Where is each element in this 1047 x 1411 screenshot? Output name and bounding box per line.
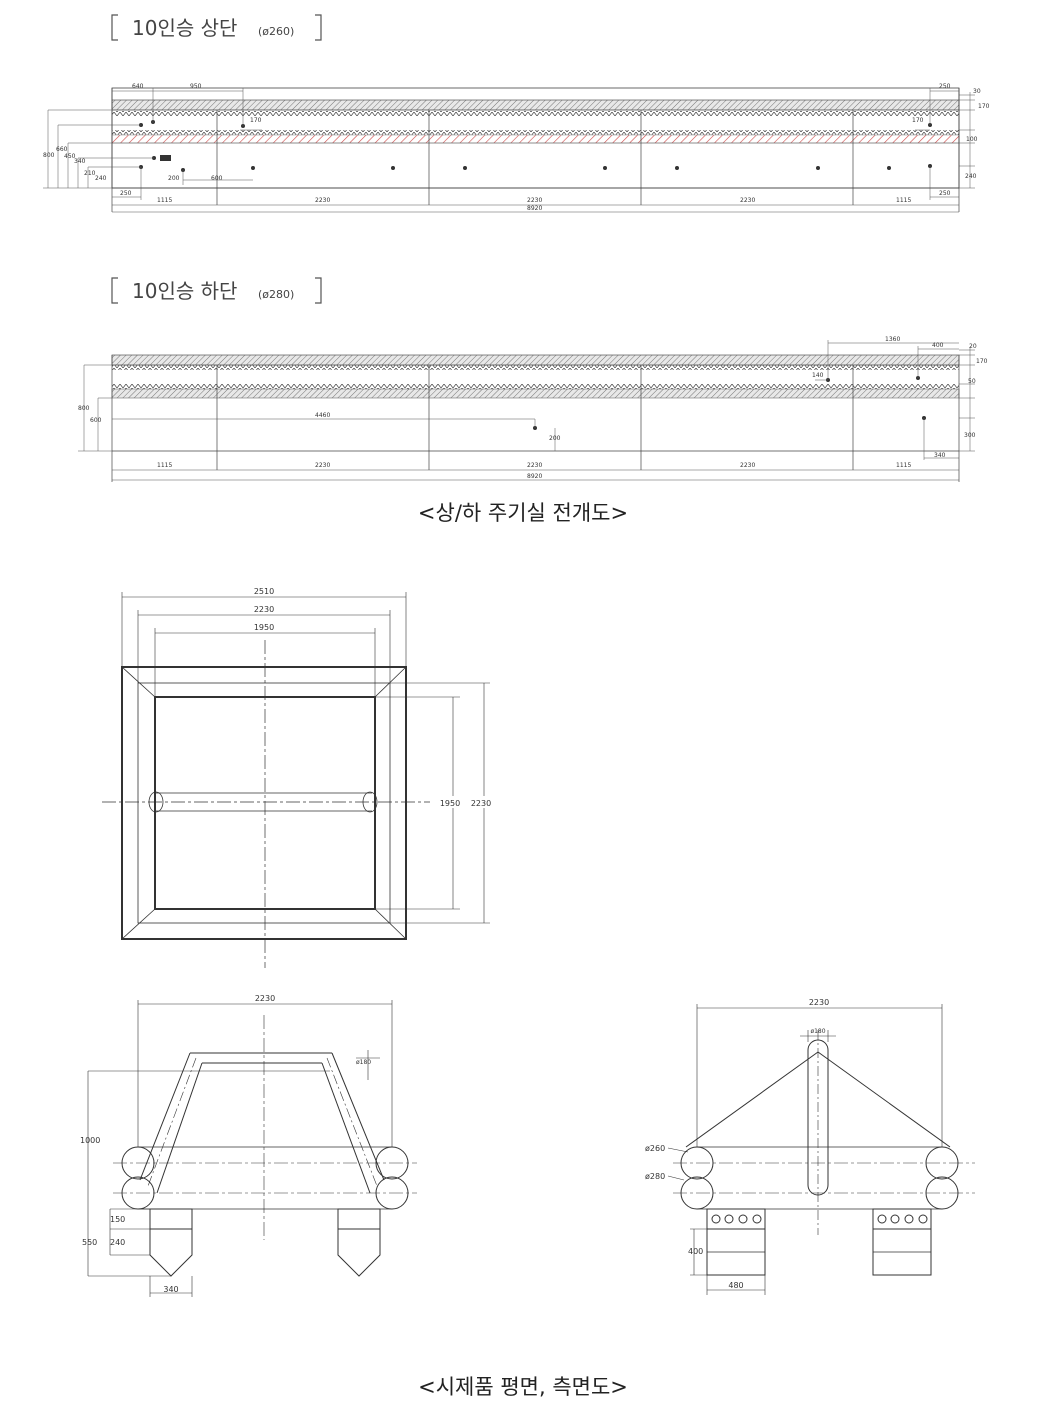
svg-text:1950: 1950 (254, 623, 274, 632)
svg-text:1115: 1115 (157, 462, 172, 469)
svg-text:1115: 1115 (157, 197, 172, 204)
svg-text:640: 640 (132, 83, 144, 90)
plan-view (102, 592, 490, 968)
plan-cross-tube (148, 791, 378, 813)
svg-text:20: 20 (969, 343, 977, 350)
svg-text:2230: 2230 (527, 462, 542, 469)
svg-text:250: 250 (939, 83, 951, 90)
caption-views: <시제품 평면, 측면도> (418, 1375, 628, 1399)
lower-title-text: 10인승 하단 (132, 279, 237, 303)
side-truss (685, 1030, 951, 1235)
svg-text:240: 240 (965, 173, 977, 180)
svg-text:2230: 2230 (255, 994, 275, 1003)
svg-text:8920: 8920 (527, 205, 542, 212)
svg-text:1360: 1360 (885, 336, 900, 343)
svg-text:240: 240 (110, 1238, 125, 1247)
svg-text:800: 800 (78, 405, 90, 412)
svg-text:170: 170 (912, 117, 924, 124)
front-view (87, 1000, 417, 1297)
side-legs (706, 1208, 932, 1276)
svg-text:400: 400 (932, 342, 944, 349)
svg-text:4460: 4460 (315, 412, 330, 419)
svg-text:250: 250 (120, 190, 132, 197)
lower-section: 10인승 하단 (ø280) (78, 277, 988, 482)
front-legs (149, 1208, 381, 1277)
lower-dimension-lines (78, 340, 975, 481)
caption-layout: <상/하 주기실 전개도> (418, 501, 628, 525)
svg-text:1000: 1000 (80, 1136, 100, 1145)
svg-text:2230: 2230 (809, 998, 829, 1007)
svg-text:340: 340 (163, 1285, 178, 1294)
svg-text:660: 660 (56, 146, 68, 153)
upper-bolt-holes (139, 120, 932, 172)
svg-text:450: 450 (64, 153, 76, 160)
lower-section-title: 10인승 하단 (ø280) (111, 277, 322, 304)
svg-text:ø180: ø180 (810, 1028, 825, 1035)
svg-text:1950: 1950 (440, 799, 460, 808)
svg-text:2230: 2230 (315, 462, 330, 469)
svg-text:1115: 1115 (896, 462, 911, 469)
svg-text:100: 100 (966, 136, 978, 143)
svg-text:2230: 2230 (471, 799, 491, 808)
svg-text:1115: 1115 (896, 197, 911, 204)
svg-text:2230: 2230 (527, 197, 542, 204)
svg-text:300: 300 (964, 432, 976, 439)
plan-dim-labels: 2510 2230 1950 1950 2230 (254, 587, 494, 808)
svg-text:2230: 2230 (254, 605, 274, 614)
side-view (667, 1004, 975, 1295)
upper-elevation: 640 950 250 30 170 100 170 170 800 660 4… (43, 83, 990, 213)
front-inclined-tubes (139, 1052, 385, 1194)
upper-title-text: 10인승 상단 (132, 16, 237, 40)
svg-text:200: 200 (549, 435, 561, 442)
upper-section: 10인승 상단 (ø260) (43, 14, 990, 213)
svg-text:30: 30 (973, 88, 981, 95)
svg-text:170: 170 (978, 103, 990, 110)
svg-text:600: 600 (90, 417, 102, 424)
svg-text:2230: 2230 (740, 197, 755, 204)
upper-section-title: 10인승 상단 (ø260) (111, 14, 322, 41)
svg-text:140: 140 (812, 372, 824, 379)
svg-text:2230: 2230 (740, 462, 755, 469)
svg-text:250: 250 (939, 190, 951, 197)
svg-text:200: 200 (168, 175, 180, 182)
svg-text:ø180: ø180 (356, 1059, 371, 1066)
svg-text:170: 170 (250, 117, 262, 124)
svg-text:950: 950 (190, 83, 202, 90)
svg-text:800: 800 (43, 152, 55, 159)
lower-dim-labels: 1360 400 20 170 140 50 800 600 4460 200 … (78, 336, 988, 480)
plan-dimension-lines (121, 592, 490, 924)
upper-dim-labels: 640 950 250 30 170 100 170 170 800 660 4… (43, 83, 990, 212)
svg-text:550: 550 (82, 1238, 97, 1247)
svg-text:ø260: ø260 (645, 1144, 665, 1153)
front-dim-labels: 2230 ø180 1000 150 550 240 340 (80, 994, 371, 1294)
svg-text:150: 150 (110, 1215, 125, 1224)
svg-text:ø280: ø280 (645, 1172, 665, 1181)
svg-text:480: 480 (728, 1281, 743, 1290)
svg-text:8920: 8920 (527, 473, 542, 480)
svg-text:400: 400 (688, 1247, 703, 1256)
svg-text:600: 600 (211, 175, 223, 182)
side-dimension-lines (667, 1004, 943, 1295)
front-dimension-lines (87, 1000, 393, 1297)
svg-text:170: 170 (976, 358, 988, 365)
upper-pipe-spec: (ø260) (258, 25, 294, 38)
svg-text:210: 210 (84, 170, 96, 177)
svg-text:50: 50 (968, 378, 976, 385)
lower-elevation: 1360 400 20 170 140 50 800 600 4460 200 … (78, 336, 988, 482)
svg-text:2230: 2230 (315, 197, 330, 204)
lower-pipe-spec: (ø280) (258, 288, 294, 301)
svg-text:2510: 2510 (254, 587, 274, 596)
side-dim-labels: 2230 ø180 ø260 ø280 400 480 (645, 998, 829, 1290)
svg-text:340: 340 (74, 158, 86, 165)
svg-text:240: 240 (95, 175, 107, 182)
upper-dimension-lines (43, 88, 975, 213)
svg-text:340: 340 (934, 452, 946, 459)
